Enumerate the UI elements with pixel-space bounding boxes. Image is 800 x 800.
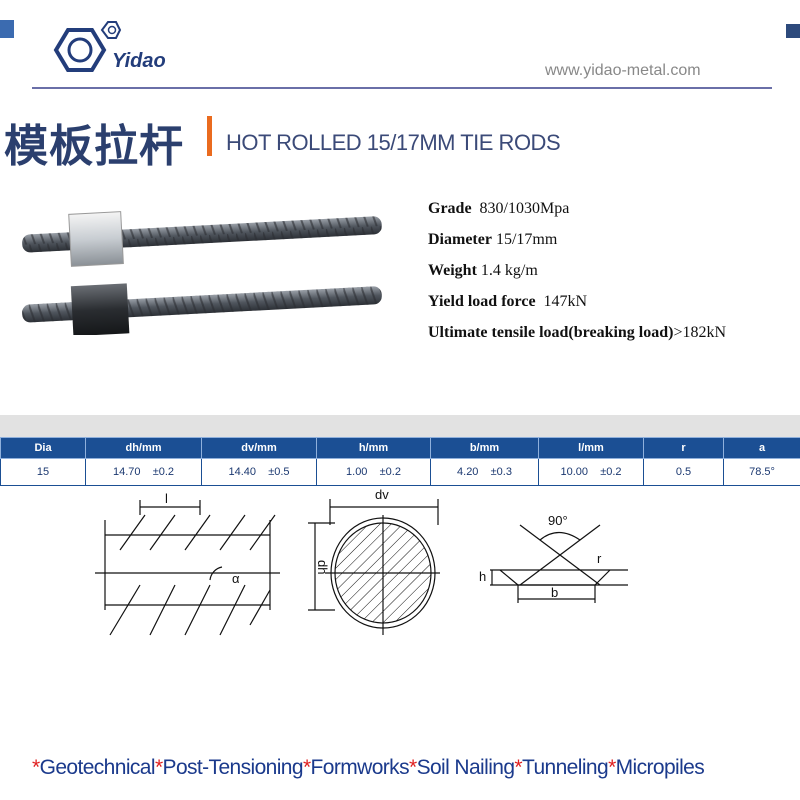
col-dv: dv/mm	[201, 437, 317, 459]
application: Tunneling	[522, 756, 609, 779]
website-url: www.yidao-metal.com	[545, 62, 701, 79]
cell: 0.5	[643, 458, 724, 486]
label-angle: 90°	[548, 513, 568, 528]
tie-rod-image	[22, 211, 382, 335]
logo-hex-icon	[53, 21, 122, 72]
spec-yield-load: Yield load force 147kN	[428, 293, 588, 310]
rib-profile	[490, 524, 628, 603]
rib-side-view	[95, 500, 280, 636]
label-l: l	[165, 491, 168, 506]
col-h: h/mm	[316, 437, 431, 459]
label-alpha: α	[232, 571, 240, 586]
col-dia: Dia	[0, 437, 86, 459]
title-chinese: 模板拉杆	[4, 122, 184, 171]
application: Geotechnical	[39, 756, 156, 779]
cell: 10.00 ±0.2	[538, 458, 644, 486]
cell: 15	[0, 458, 86, 486]
brand-name: Yidao	[112, 50, 166, 72]
col-r: r	[643, 437, 724, 459]
label-b: b	[551, 585, 558, 600]
corner-accent	[0, 20, 14, 38]
title-accent-bar	[207, 116, 212, 156]
application: Post-Tensioning	[162, 756, 304, 779]
divider	[32, 87, 772, 89]
cell: 78.5°	[723, 458, 800, 486]
cross-section	[308, 499, 440, 635]
gray-band	[0, 415, 800, 437]
label-h: h	[479, 569, 486, 584]
label-dv: dv	[375, 487, 389, 502]
table-header-row: Dia dh/mm dv/mm h/mm b/mm l/mm r a	[0, 437, 800, 459]
application: Soil Nailing	[416, 756, 515, 779]
spec-grade: Grade 830/1030Mpa	[428, 200, 570, 217]
applications-list: *Geotechnical*Post-Tensioning*Formworks*…	[32, 756, 705, 779]
cell: 14.70 ±0.2	[85, 458, 202, 486]
col-b: b/mm	[430, 437, 539, 459]
spec-ultimate-load: Ultimate tensile load(breaking load)>182…	[428, 324, 727, 341]
application: Formworks	[310, 756, 410, 779]
spec-weight: Weight 1.4 kg/m	[428, 262, 538, 279]
cell: 4.20 ±0.3	[430, 458, 539, 486]
cell: 14.40 ±0.5	[201, 458, 317, 486]
cell: 1.00 ±0.2	[316, 458, 431, 486]
dimension-table: Dia dh/mm dv/mm h/mm b/mm l/mm r a 15 14…	[0, 437, 800, 486]
col-a: a	[723, 437, 800, 459]
label-r: r	[597, 551, 602, 566]
title-english: HOT ROLLED 15/17MM TIE RODS	[226, 130, 561, 155]
application: Micropiles	[615, 756, 705, 779]
rebar-diagrams: l α dv dh 90° h b r	[95, 487, 628, 636]
col-dh: dh/mm	[85, 437, 202, 459]
label-dh: dh	[315, 560, 330, 574]
corner-accent	[786, 24, 800, 38]
table-row: 15 14.70 ±0.2 14.40 ±0.5 1.00 ±0.2 4.20 …	[0, 458, 800, 486]
spec-diameter: Diameter 15/17mm	[428, 231, 558, 248]
col-l: l/mm	[538, 437, 644, 459]
